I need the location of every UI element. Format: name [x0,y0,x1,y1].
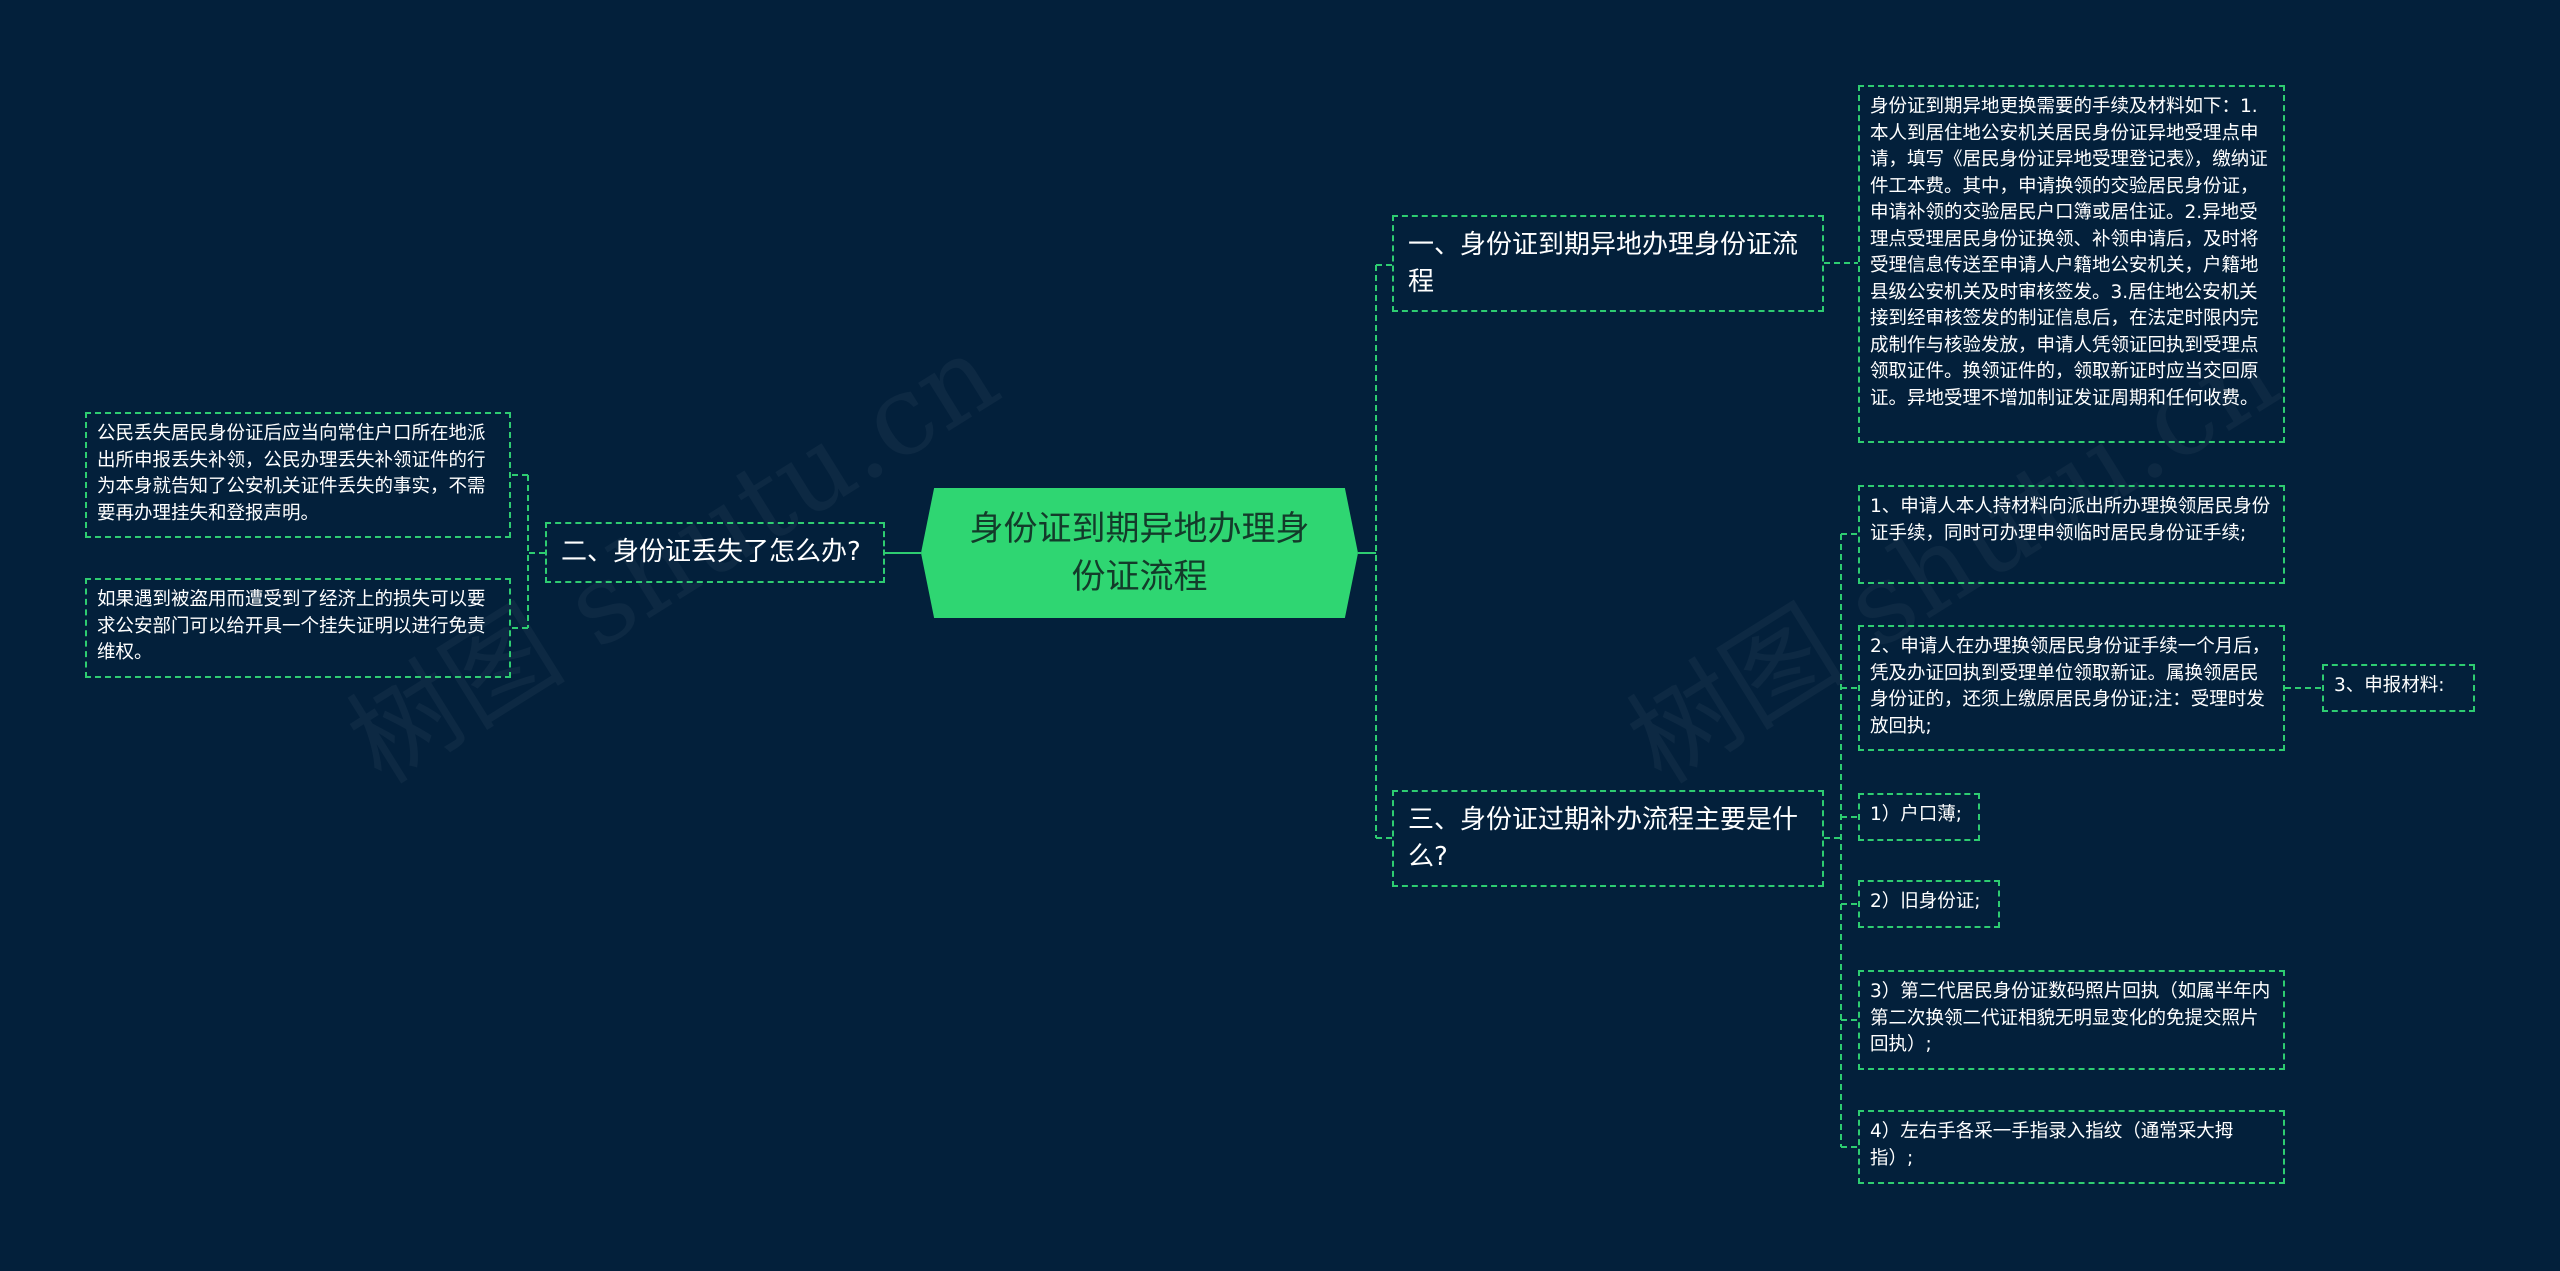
branch-1-node[interactable]: 一、身份证到期异地办理身份证流程 [1392,215,1824,312]
branch-1-detail[interactable]: 身份证到期异地更换需要的手续及材料如下：1.本人到居住地公安机关居民身份证异地受… [1858,85,2285,443]
branch-3-item-5[interactable]: 3）第二代居民身份证数码照片回执（如属半年内第二次换领二代证相貌无明显变化的免提… [1858,970,2285,1070]
branch-2-item-2[interactable]: 如果遇到被盗用而遭受到了经济上的损失可以要求公安部门可以给开具一个挂失证明以进行… [85,578,511,678]
branch-3-item-2[interactable]: 2、申请人在办理换领居民身份证手续一个月后，凭及办证回执到受理单位领取新证。属换… [1858,625,2285,751]
root-node[interactable]: 身份证到期异地办理身份证流程 [921,488,1358,618]
branch-3-sub-item[interactable]: 3、申报材料: [2322,664,2475,712]
branch-2-item-1[interactable]: 公民丢失居民身份证后应当向常住户口所在地派出所申报丢失补领，公民办理丢失补领证件… [85,412,511,538]
branch-3-item-6[interactable]: 4）左右手各采一手指录入指纹（通常采大拇指）; [1858,1110,2285,1184]
branch-3-item-4[interactable]: 2）旧身份证; [1858,880,2000,928]
root-label: 身份证到期异地办理身份证流程 [969,509,1310,597]
branch-2-node[interactable]: 二、身份证丢失了怎么办? [545,522,885,583]
branch-3-item-1[interactable]: 1、申请人本人持材料向派出所办理换领居民身份证手续，同时可办理申领临时居民身份证… [1858,485,2285,584]
branch-3-node[interactable]: 三、身份证过期补办流程主要是什么? [1392,790,1824,887]
branch-3-item-3[interactable]: 1）户口薄; [1858,793,1980,841]
